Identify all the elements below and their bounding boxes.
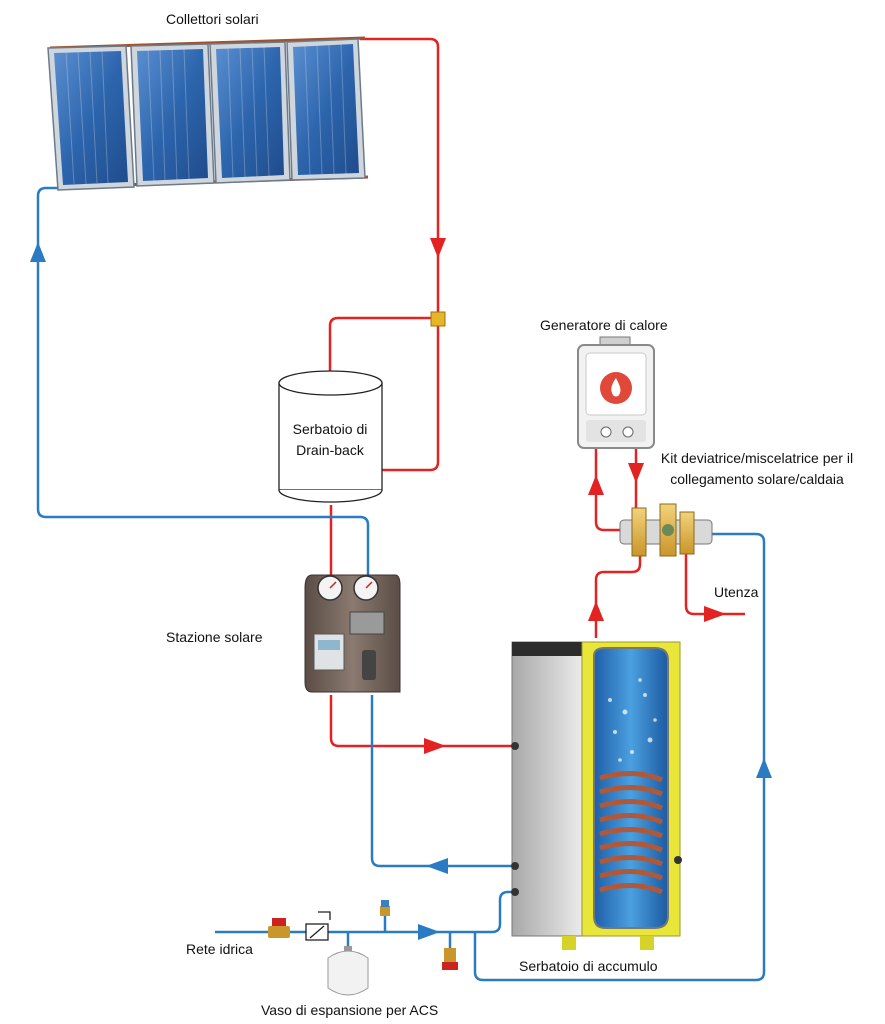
check-valve-icon: [305, 911, 331, 941]
label-serbatoio-accumulo: Serbatoio di accumulo: [519, 958, 658, 974]
arrow-hot-down: [430, 238, 446, 258]
pipe-tank-to-kit: [594, 545, 642, 638]
controller-display: [313, 633, 345, 671]
ball-valve-icon: [268, 918, 290, 938]
arrow-hot-up-tank: [588, 601, 604, 621]
arrow-cold-up: [30, 242, 46, 262]
arrow-hot-right: [424, 738, 446, 754]
label-kit-line1: Kit deviatrice/miscelatrice per il: [660, 450, 854, 466]
pipe-station-to-tank: [329, 695, 512, 748]
label-kit: Kit deviatrice/miscelatrice per il colle…: [646, 449, 868, 488]
label-drainback-line2: Drain-back: [296, 442, 364, 458]
drain-valve-icon: [442, 948, 458, 970]
pipe-drainback-vent: [328, 316, 438, 373]
pipe-tank-to-station: [370, 695, 512, 868]
pump: [349, 611, 385, 635]
label-collettori: Collettori solari: [166, 11, 259, 27]
flow-arrows: [30, 238, 772, 940]
heat-coil: [599, 770, 663, 895]
label-drainback: Serbatoio di Drain-back: [280, 420, 380, 459]
arrow-hot-down-boiler: [628, 463, 644, 483]
pipe-kit-to-boiler: [594, 448, 620, 532]
label-rete: Rete idrica: [186, 941, 253, 957]
label-generatore: Generatore di calore: [540, 317, 668, 333]
tee-fitting: [430, 311, 446, 327]
solar-panel-4: [286, 38, 366, 181]
mixing-kit: [619, 503, 713, 557]
arrow-cold-up-right: [756, 758, 772, 778]
solar-station: [304, 574, 401, 693]
heat-generator: [577, 336, 655, 449]
pipe-return-to-collectors: [36, 186, 370, 575]
arrow-utenza: [704, 606, 726, 622]
solar-panel-3: [209, 41, 291, 184]
mains-fittings: [268, 900, 458, 970]
safety-valve-icon: [380, 900, 390, 916]
label-utenza: Utenza: [714, 584, 759, 600]
solar-panel-1: [47, 45, 135, 191]
arrow-cold-left: [426, 858, 448, 874]
pipe-mains-to-tank: [470, 890, 516, 934]
arrow-hot-up-boiler: [588, 475, 604, 495]
storage-tank: [511, 641, 682, 950]
label-drainback-line1: Serbatoio di: [292, 421, 368, 437]
solar-collectors: [47, 36, 369, 191]
drainback-tank: [278, 370, 383, 503]
label-vaso: Vaso di espansione per ACS: [261, 1002, 439, 1018]
label-kit-line2: collegamento solare/caldaia: [670, 471, 844, 487]
arrow-mains-right: [418, 924, 440, 940]
solar-panel-2: [130, 43, 215, 187]
pipe-utenza: [684, 550, 745, 616]
pipe-cold-to-kit: [473, 532, 766, 982]
label-stazione: Stazione solare: [166, 629, 263, 645]
expansion-vessel: [327, 946, 369, 996]
